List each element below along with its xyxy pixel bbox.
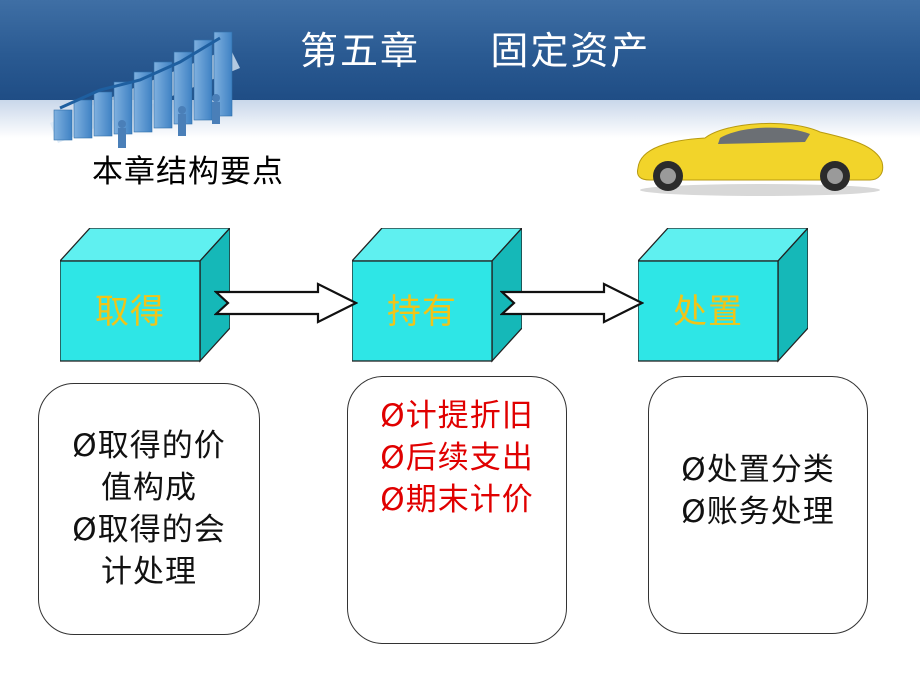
content-box-hold: Ø计提折旧 Ø后续支出 Ø期末计价 [347,376,567,644]
box-line: Ø取得的价 [72,428,226,464]
content-box-acquire: Ø取得的价 值构成 Ø取得的会 计处理 [38,383,260,635]
content-box-dispose: Ø处置分类 Ø账务处理 [648,376,868,634]
box-line: 计处理 [101,554,197,590]
yellow-car-image [637,122,884,196]
section-subtitle: 本章结构要点 [92,154,284,190]
box-line-group: Ø计提折旧 Ø后续支出 Ø期末计价 [380,395,533,521]
box-line-group: Ø处置分类 Ø账务处理 [681,449,834,533]
slide-title: 第五章 固定资产 [300,29,651,73]
box-line: Ø期末计价 [380,482,534,518]
hollow-arrow-right [500,282,644,324]
stage-cube-acquire [60,228,230,363]
box-line: Ø账务处理 [681,494,835,530]
box-line: Ø处置分类 [681,452,835,488]
box-line: Ø取得的会 [72,512,226,548]
box-line: Ø计提折旧 [380,398,534,434]
stage-label-acquire: 取得 [95,292,165,332]
bar-chart-people-decoration [50,31,240,148]
box-line: 值构成 [101,470,197,506]
stage-cube-dispose [638,228,808,363]
hollow-arrow-right [214,282,358,324]
box-line: Ø后续支出 [380,440,534,476]
stage-label-dispose: 处置 [673,292,743,332]
stage-label-hold: 持有 [387,292,457,332]
